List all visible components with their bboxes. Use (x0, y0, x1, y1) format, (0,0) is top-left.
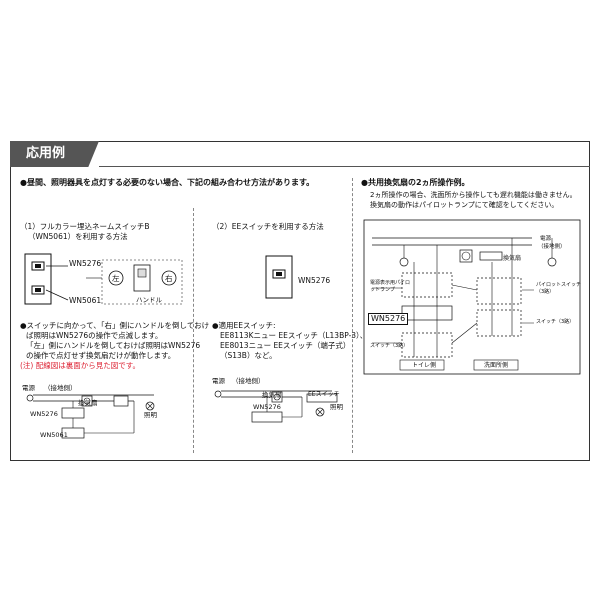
method2-heading: （2）EEスイッチを利用する方法 (212, 222, 324, 231)
divider-2 (352, 178, 353, 453)
right-heading: ●共用換気扇の2ヵ所操作例。 (361, 178, 470, 187)
method1-switch-illustration (24, 253, 183, 305)
right-wiring-diagram (363, 219, 581, 375)
method1-desc-1: ●スイッチに向かって、「右」側にハンドルを倒しておけ (20, 321, 210, 330)
m1-sw1: WN5276 (30, 410, 58, 418)
section-title: 応用例 (26, 146, 66, 161)
method1-desc-3: 「左」側にハンドルを倒しておけば照明はWN5276 (26, 341, 201, 350)
method2-label: WN5276 (298, 276, 331, 285)
method2-desc-3: EE8013ニュー EEスイッチ（端子式） (220, 341, 351, 350)
m1-sw2: WN5061 (40, 431, 68, 439)
method1-desc-4: の操作で点灯せず換気扇だけが動作します。 (26, 351, 176, 360)
right-desc-2: 換気扇の動作はパイロットランプにて確認をしてください。 (370, 201, 559, 209)
rd-sw-model: WN5276 (368, 313, 409, 325)
method1-label-top: WN5276 (69, 259, 102, 268)
right-mark: 右 (165, 274, 173, 283)
method2-wiring-diagram (214, 390, 338, 423)
rd-switch-3way-left: スイッチ（3路） (370, 343, 409, 349)
m2-ee-switch: EEスイッチ (308, 391, 340, 398)
m2-power: 電源 (212, 377, 225, 385)
m1-fan: 換気扇 (78, 399, 98, 407)
method2-desc-2: EE8113Kニュー EEスイッチ（L13BP-3）、 (220, 331, 368, 340)
method1-label-bottom: WN5061 (69, 296, 102, 305)
left-intro: ●昼間、照明器具を点灯する必要のない場合、下記の組み合わせ方法があります。 (20, 178, 315, 187)
rd-pilot-switch: パイロットスイッチ（3路） (536, 282, 582, 295)
m1-ground-side: （接地側） (44, 384, 77, 392)
handle-label: ハンドル (136, 296, 162, 304)
method2-switch-illustration (265, 255, 293, 299)
rd-washroom: 洗面所側 (484, 362, 509, 369)
rd-switch-3way-right: スイッチ（3路） (536, 319, 575, 325)
method1-heading-1: （1）フルカラー埋込ネームスイッチB (20, 222, 150, 231)
banner-rule (99, 166, 590, 167)
m2-fan: 換気扇 (262, 391, 282, 399)
method2-desc-4: （S13B）など。 (220, 351, 277, 360)
content-frame (10, 141, 590, 461)
method1-heading-2: （WN5061）を利用する方法 (28, 232, 128, 241)
rd-power: 電源 (540, 236, 552, 242)
method1-wiring-diagram (26, 394, 155, 439)
method2-desc-1: ●適用EEスイッチ: (212, 321, 276, 330)
rd-ground-side: （接地側） (538, 244, 566, 250)
m1-lamp: 照明 (144, 411, 157, 419)
method1-desc-2: ば照明はWN5276の操作で点滅します。 (26, 331, 163, 340)
rd-toilet: トイレ側 (412, 362, 437, 369)
divider-1 (193, 208, 194, 453)
m1-power: 電源 (22, 384, 35, 392)
m2-ground-side: （接地側） (232, 377, 265, 385)
rd-fan: 換気扇 (503, 255, 522, 262)
left-mark: 左 (112, 274, 120, 283)
method1-note: (注) 配線図は裏面から見た図です。 (20, 361, 140, 370)
m2-lamp: 照明 (330, 403, 343, 411)
section-banner: 応用例 (10, 141, 99, 167)
rd-pilot-ring: 電源表示用パイロットランプ (370, 280, 411, 293)
m2-sw: WN5276 (253, 403, 281, 411)
right-desc-1: 2ヵ所操作の場合、洗面所から操作しても遅れ機能は働きません。 (370, 191, 577, 199)
